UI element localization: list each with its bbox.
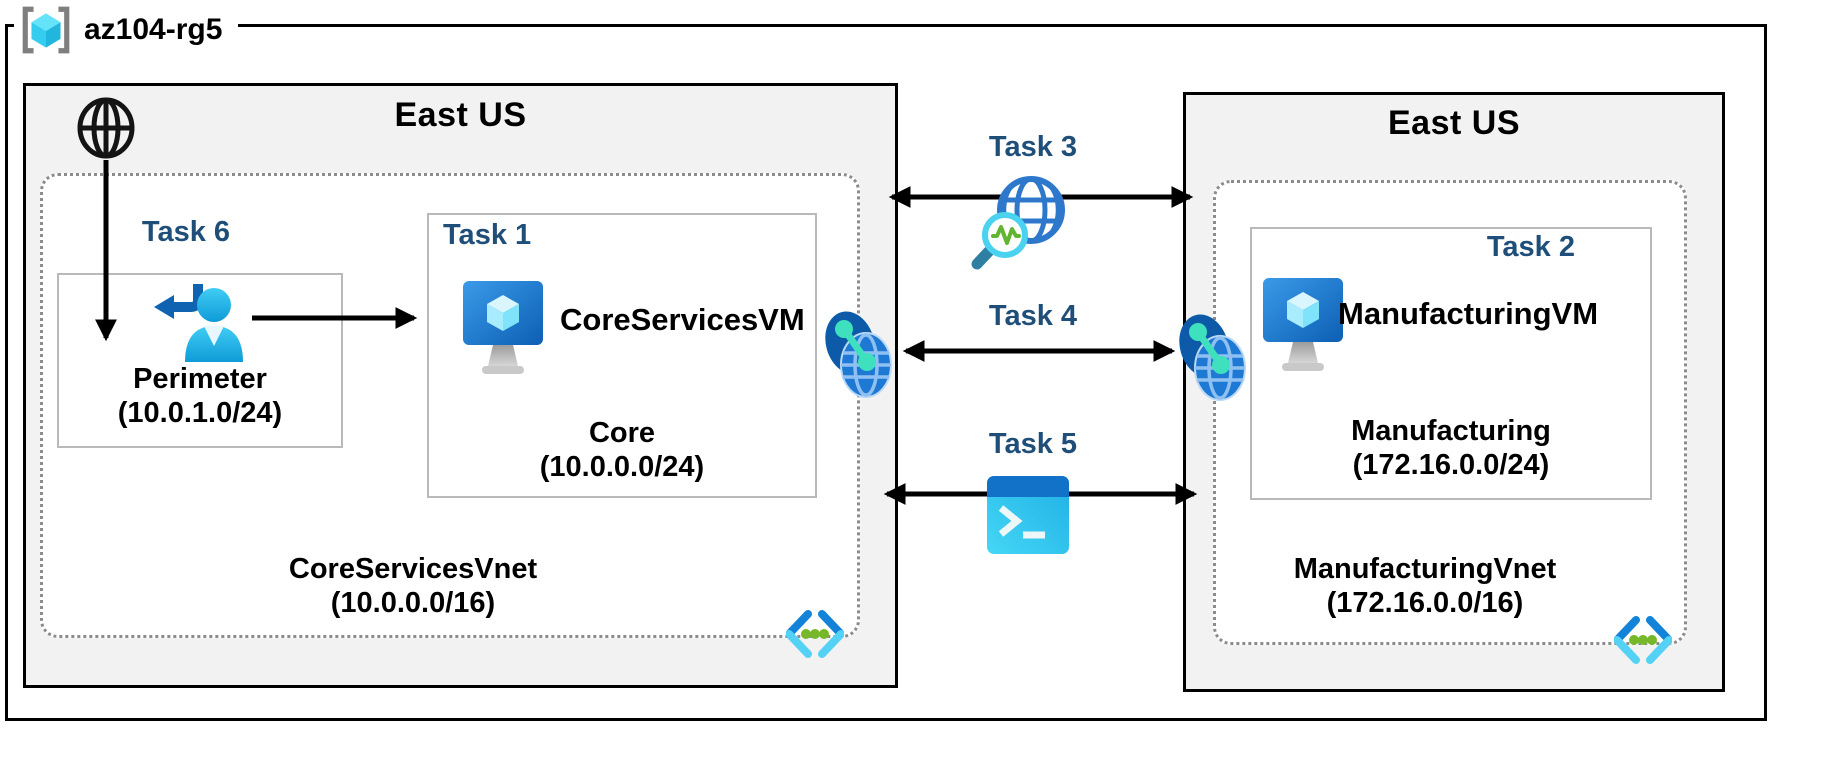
- region-left-title: East US: [394, 96, 527, 134]
- internet-globe-icon: [77, 97, 135, 159]
- resource-group-name: az104-rg5: [84, 13, 223, 46]
- manufacturing-vm-name: ManufacturingVM: [1338, 296, 1599, 331]
- task1-label: Task 1: [443, 219, 532, 251]
- task6-label: Task 6: [141, 216, 231, 248]
- core-subnet-name: Core: [588, 417, 656, 449]
- resource-group-icon: [22, 6, 70, 54]
- task3-label: Task 3: [988, 131, 1078, 163]
- vnet-peering-icon: [1179, 314, 1246, 401]
- task5-label: Task 5: [988, 428, 1078, 460]
- region-right-title: East US: [1388, 104, 1520, 142]
- vnet-peering-icon: [825, 311, 892, 398]
- network-watcher-icon: [971, 176, 1065, 270]
- resource-group-box: [5, 24, 1767, 721]
- manufacturing-vnet-cidr: (172.16.0.0/16): [1326, 587, 1524, 619]
- core-subnet-cidr: (10.0.0.0/24): [539, 451, 705, 483]
- user-login-icon: [154, 284, 243, 362]
- perimeter-subnet-name: Perimeter: [133, 363, 267, 395]
- virtual-machine-icon: [463, 281, 543, 374]
- manufacturing-vnet-name: ManufacturingVnet: [1293, 553, 1557, 585]
- task4-label: Task 4: [988, 300, 1078, 332]
- virtual-machine-icon: [1263, 278, 1343, 371]
- manufacturing-subnet-cidr: (172.16.0.0/24): [1352, 449, 1550, 481]
- manufacturing-subnet-name: Manufacturing: [1351, 415, 1551, 447]
- core-vnet-name: CoreServicesVnet: [288, 553, 538, 585]
- virtual-network-icon: [1614, 616, 1672, 664]
- task2-label: Task 2: [1486, 231, 1575, 263]
- perimeter-subnet-cidr: (10.0.1.0/24): [117, 397, 283, 429]
- virtual-network-icon: [786, 610, 844, 658]
- powershell-icon: [987, 476, 1069, 554]
- core-vm-name: CoreServicesVM: [560, 302, 805, 337]
- core-vnet-cidr: (10.0.0.0/16): [330, 587, 496, 619]
- resource-group-header: az104-rg5: [14, 0, 239, 60]
